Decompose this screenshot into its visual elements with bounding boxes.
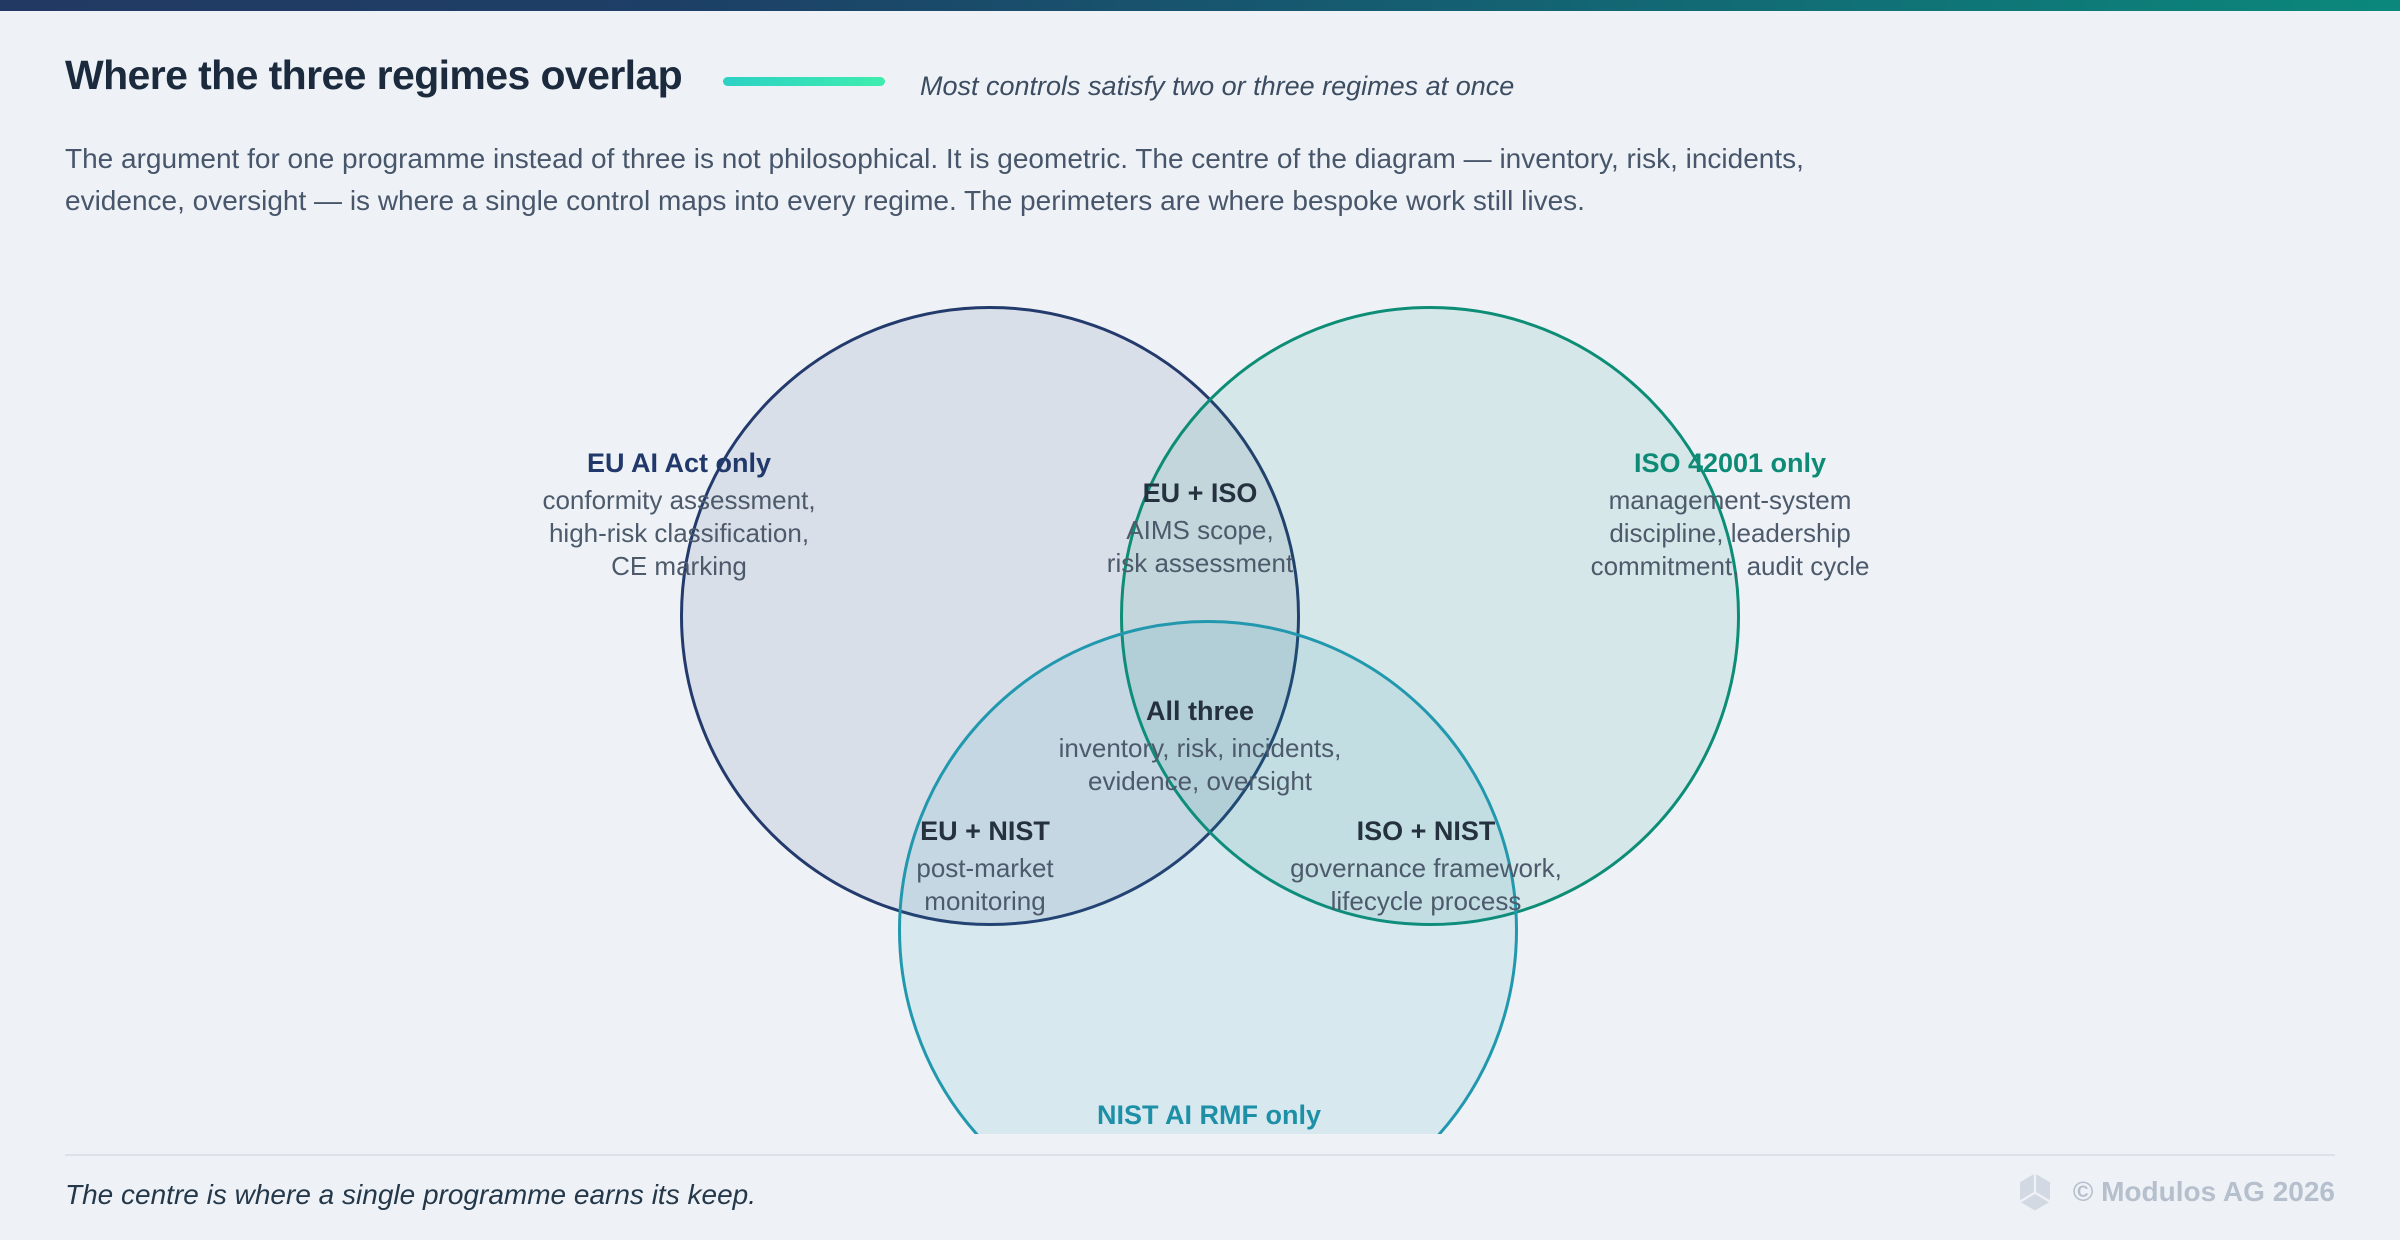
region-detail: governance framework, lifecycle process (1290, 853, 1562, 916)
region-label-all-three: All three inventory, risk, incidents, ev… (1059, 696, 1342, 798)
top-accent-bar (0, 0, 2400, 11)
region-label-eu-nist: EU + NIST post-market monitoring (916, 816, 1053, 918)
venn-diagram: EU AI Act only conformity assessment, hi… (542, 306, 1870, 1134)
region-title: ISO 42001 only (1633, 448, 1827, 478)
footer-credit: © Modulos AG 2026 (2013, 1168, 2335, 1216)
intro-paragraph: The argument for one programme instead o… (65, 143, 1804, 216)
region-label-iso-only: ISO 42001 only management-system discipl… (1591, 448, 1870, 583)
region-label-eu-iso: EU + ISO AIMS scope, risk assessment (1107, 478, 1293, 580)
region-title: EU + ISO (1142, 478, 1258, 508)
page-title: Where the three regimes overlap (65, 52, 683, 98)
region-title: All three (1145, 696, 1255, 726)
region-title: EU AI Act only (586, 448, 772, 478)
region-title: EU + NIST (920, 816, 1050, 846)
title-accent-line (723, 77, 885, 86)
region-detail: post-market monitoring (916, 853, 1054, 916)
region-detail: conformity assessment, high-risk classif… (542, 485, 816, 581)
region-title: ISO + NIST (1356, 816, 1496, 846)
modulos-cube-logo-icon (2017, 1171, 2052, 1213)
region-label-nist-only: NIST AI RMF only (1097, 1100, 1321, 1134)
subtitle: Most controls satisfy two or three regim… (920, 71, 1515, 101)
region-label-eu-only: EU AI Act only conformity assessment, hi… (542, 448, 815, 583)
copyright-text: © Modulos AG 2026 (2072, 1176, 2335, 1207)
region-label-iso-nist: ISO + NIST governance framework, lifecyc… (1290, 816, 1562, 918)
region-detail: AIMS scope, risk assessment (1106, 515, 1294, 578)
footer-note: The centre is where a single programme e… (65, 1179, 756, 1210)
region-title: NIST AI RMF only (1097, 1100, 1321, 1130)
footer-divider (65, 1154, 2335, 1156)
region-detail: management-system discipline, leadership… (1590, 485, 1870, 581)
region-detail: inventory, risk, incidents, evidence, ov… (1058, 733, 1342, 796)
